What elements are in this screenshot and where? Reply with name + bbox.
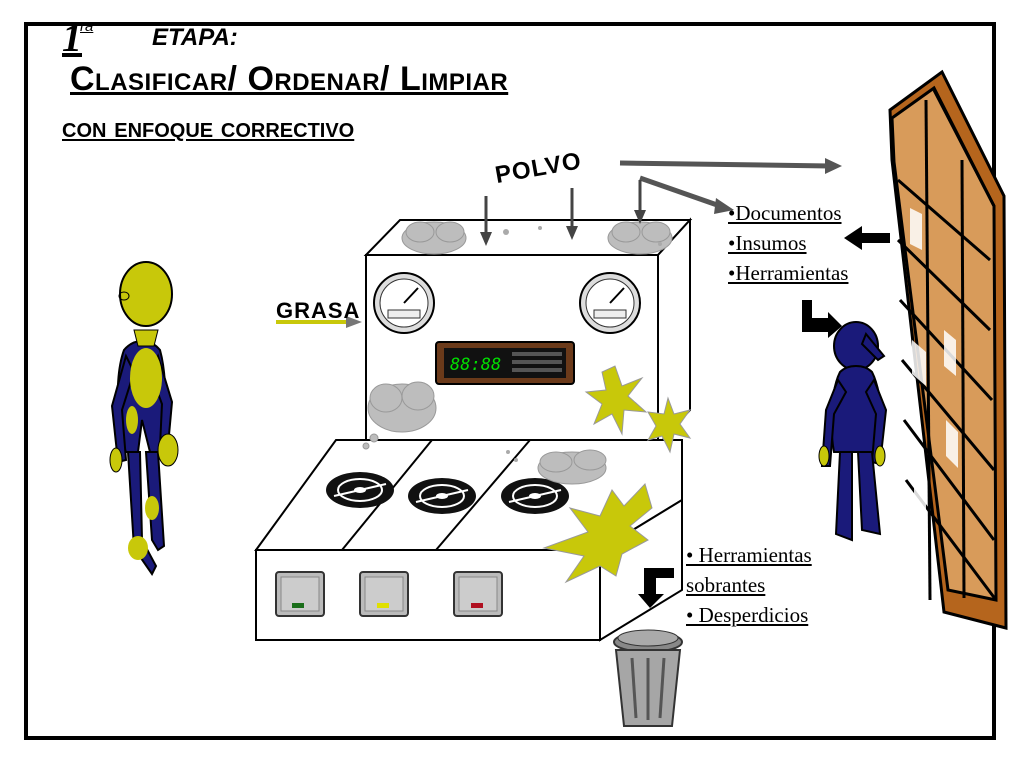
arrow-icon: [802, 300, 842, 338]
page-title: Clasificar/ Ordenar/ Limpiar: [70, 60, 509, 98]
machine-button-red: [453, 571, 503, 617]
cloud-icon: [362, 381, 437, 450]
clean-worker-figure: [820, 321, 888, 542]
list-item: sobrantes: [686, 573, 766, 597]
cloud-icon: [401, 221, 467, 255]
list-item: •Herramientas: [728, 261, 849, 285]
list-item: •Insumos: [728, 231, 807, 255]
arrow-icon: [276, 316, 362, 328]
list-item: • Desperdicios: [686, 603, 809, 627]
splash-icon: [542, 483, 653, 584]
digital-display: 88:88: [435, 341, 575, 385]
trash-can-icon: [613, 629, 683, 727]
grease-label: GRASA: [276, 298, 361, 323]
arrow-icon: [480, 180, 646, 246]
stage-number: 1: [62, 15, 82, 60]
splash-icon: [584, 365, 648, 436]
fan-icon: [501, 478, 569, 514]
stage-label: ETAPA:: [152, 24, 238, 51]
dirty-worker-figure: [109, 261, 179, 576]
lower-item-list: • Herramientas sobrantes • Desperdicios: [686, 540, 812, 630]
list-item: •Documentos: [728, 201, 842, 225]
machine-button-green: [275, 571, 325, 617]
fan-icon: [408, 478, 476, 514]
stage-superscript: ra: [80, 18, 94, 35]
upper-item-list: •Documentos •Insumos •Herramientas: [728, 198, 848, 288]
cloud-icon: [607, 221, 673, 255]
list-item: • Herramientas: [686, 543, 812, 567]
cloud-icon: [537, 449, 607, 485]
gauge-icon: [373, 272, 435, 334]
display-readout: 88:88: [450, 355, 501, 375]
arrow-icon: [638, 568, 674, 608]
splash-icon: [646, 396, 692, 454]
fan-icon: [326, 472, 394, 508]
gauge-icon: [579, 272, 641, 334]
arrow-icon: [844, 226, 890, 250]
arrow-icon: [619, 158, 842, 214]
machine-button-yellow: [359, 571, 409, 617]
page-subtitle: con enfoque correctivo: [62, 112, 355, 143]
